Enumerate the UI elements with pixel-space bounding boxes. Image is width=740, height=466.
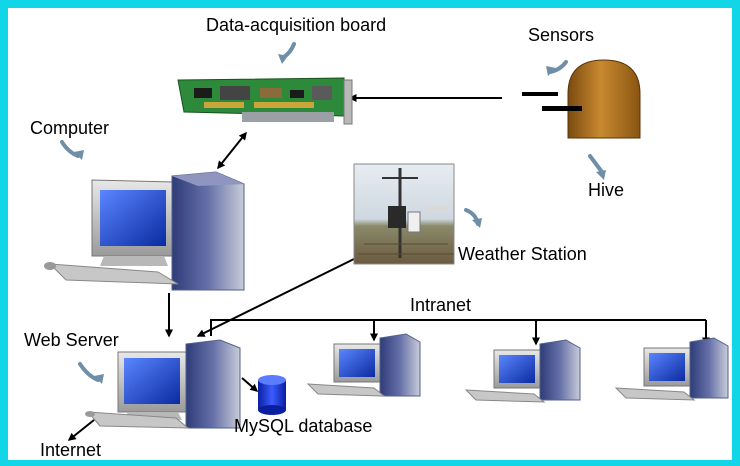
client-computer-icon	[614, 337, 729, 401]
curly-arrow-icon	[588, 154, 604, 174]
web-server-label: Web Server	[24, 330, 119, 350]
hive-label: Hive	[588, 180, 625, 200]
internet-label: Internet	[40, 440, 102, 460]
mysql-database-label: MySQL database	[234, 416, 373, 436]
computer-label: Computer	[30, 118, 110, 138]
diagram-frame: Data-acquisition board Sensors Computer …	[8, 8, 732, 460]
server-to-internet-arrow	[67, 419, 95, 441]
sensors-label: Sensors	[528, 25, 595, 45]
intranet-bus	[210, 319, 706, 336]
client-computer-icon	[464, 339, 581, 403]
daq-board-label: Data-acquisition board	[206, 15, 387, 35]
server-to-db-arrow	[241, 377, 259, 392]
computer-icon	[44, 171, 245, 291]
curly-arrow-icon	[60, 140, 80, 158]
pcb-icon	[177, 77, 353, 125]
weather-station-label: Weather Station	[458, 244, 587, 264]
hive-icon	[567, 59, 641, 139]
weather-station-photo	[353, 163, 455, 265]
sensor-probe-icon	[522, 92, 582, 111]
client-computer-icon	[306, 333, 421, 397]
computer-daq-arrow	[217, 131, 247, 170]
database-cylinder-icon	[258, 375, 286, 415]
system-diagram	[44, 42, 729, 441]
server-computer-icon	[85, 339, 241, 429]
intranet-label: Intranet	[410, 295, 472, 315]
weather-to-server-arrow	[196, 257, 357, 337]
curly-arrow-icon	[78, 362, 100, 382]
